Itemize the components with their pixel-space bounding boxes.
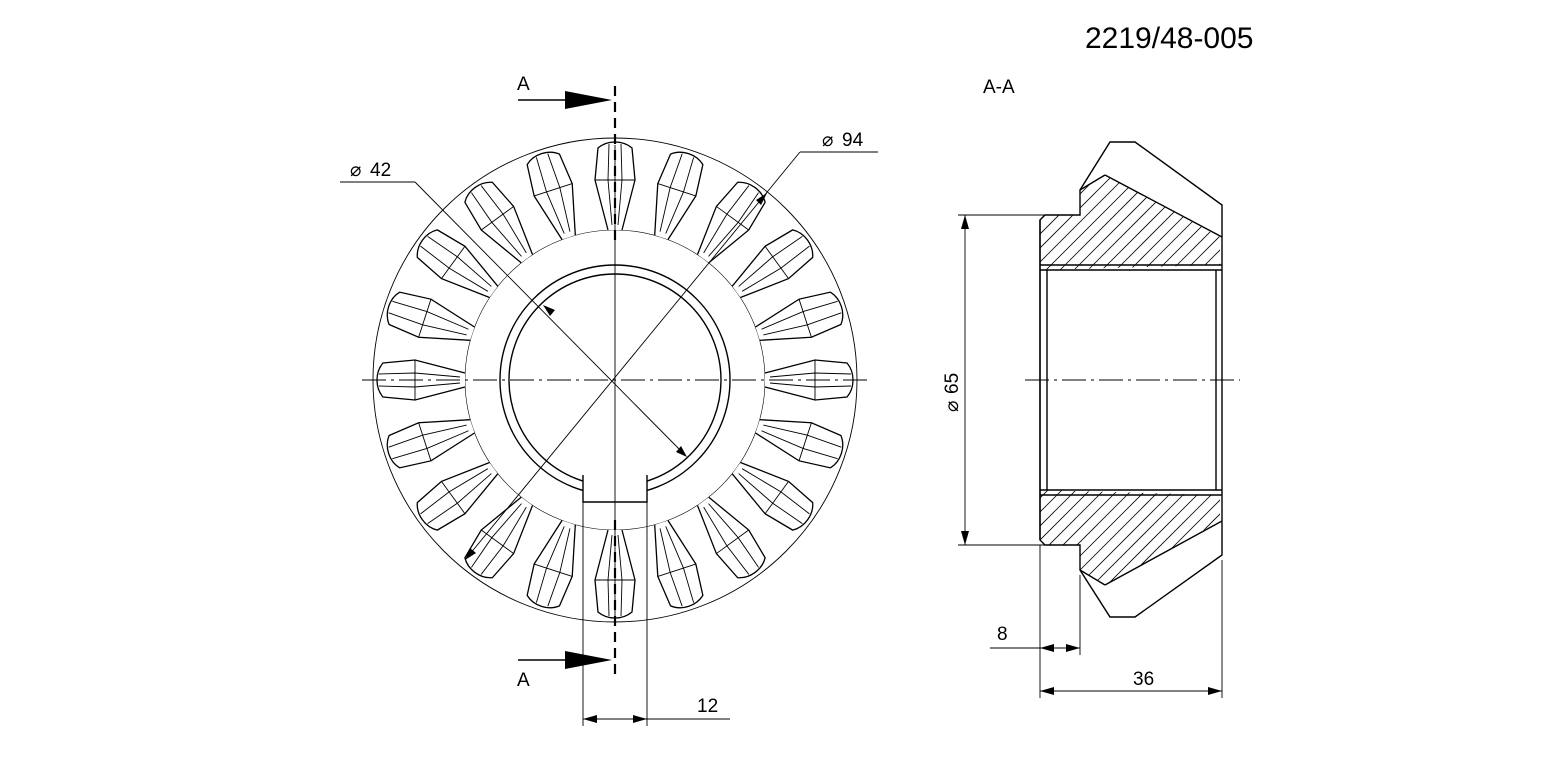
hatch-line bbox=[1040, 490, 1129, 585]
section-outline bbox=[1039, 141, 1223, 618]
hub-diameter-symbol: ⌀ bbox=[942, 401, 963, 412]
hatch-line bbox=[798, 160, 918, 280]
hatch-line bbox=[882, 480, 1002, 600]
gear-tooth bbox=[386, 291, 475, 341]
bore-diameter-symbol: ⌀ bbox=[350, 160, 361, 181]
hatch-line bbox=[812, 480, 932, 600]
hatch-line bbox=[1040, 490, 1045, 585]
hub-step-value: 8 bbox=[997, 624, 1008, 645]
hatch-line bbox=[1246, 160, 1366, 280]
gear-tooth bbox=[755, 291, 844, 341]
hatch-line bbox=[910, 480, 1030, 600]
hub-diameter-dimension: ⌀ 65 bbox=[942, 214, 1045, 546]
hatch-line bbox=[1040, 175, 1129, 270]
hatch-line bbox=[854, 480, 974, 600]
hatch-line bbox=[1040, 175, 1045, 270]
hatch-line bbox=[798, 480, 918, 600]
hatch-line bbox=[1040, 490, 1073, 585]
overall-length-dimension: 36 bbox=[1040, 560, 1223, 698]
gear-tooth bbox=[731, 461, 814, 531]
gear-tooth bbox=[526, 151, 576, 240]
hatch-line bbox=[1119, 175, 1220, 270]
keyway-width-value: 12 bbox=[697, 696, 718, 717]
hatch-line bbox=[854, 160, 974, 280]
gear-tooth bbox=[654, 151, 704, 240]
gear-tooth bbox=[731, 229, 814, 299]
hatch-line bbox=[1232, 480, 1352, 600]
hatch-line bbox=[1040, 490, 1101, 585]
hatch-line bbox=[826, 480, 946, 600]
section-view: A-A ⌀ 65 bbox=[798, 77, 1394, 698]
hatch-line bbox=[826, 160, 946, 280]
overall-length-value: 36 bbox=[1133, 669, 1154, 690]
gear-tooth bbox=[416, 461, 499, 531]
front-view: A A ⌀ 94 ⌀ 42 12 bbox=[340, 74, 878, 726]
hatch-line bbox=[1040, 490, 1087, 585]
hatch-line bbox=[868, 160, 988, 280]
gear-tooth bbox=[696, 496, 766, 579]
gear-teeth bbox=[376, 141, 854, 619]
section-label-bottom: A bbox=[517, 670, 530, 691]
gear-tooth bbox=[755, 419, 844, 469]
keyway-width-dimension: 12 bbox=[582, 502, 730, 726]
hatch-line bbox=[1274, 160, 1394, 280]
section-arrow-top bbox=[518, 91, 612, 109]
outer-diameter-value: 94 bbox=[842, 130, 864, 151]
hatch-line bbox=[1274, 480, 1394, 600]
hatch-line bbox=[1260, 160, 1380, 280]
hatch-line bbox=[896, 160, 1016, 280]
hatch-line bbox=[1217, 490, 1220, 585]
hatch-line bbox=[812, 160, 932, 280]
section-arrow-bottom bbox=[518, 651, 612, 669]
gear-tooth bbox=[386, 419, 475, 469]
hatch-line bbox=[896, 480, 1016, 600]
hatch-line bbox=[1161, 175, 1220, 270]
hatch-line bbox=[910, 160, 1030, 280]
hatch-line bbox=[1246, 480, 1366, 600]
hatch-line bbox=[1189, 175, 1220, 270]
gear-tooth bbox=[526, 520, 576, 609]
hatch-line bbox=[1217, 175, 1220, 270]
gear-tooth bbox=[696, 181, 766, 264]
gear-tooth bbox=[464, 181, 534, 264]
hatch-line bbox=[840, 160, 960, 280]
hub-step-dimension: 8 bbox=[990, 545, 1081, 698]
hatch-line bbox=[1260, 480, 1380, 600]
hatch-line bbox=[868, 480, 988, 600]
hatch-line bbox=[882, 160, 1002, 280]
section-view-label: A-A bbox=[983, 77, 1015, 98]
section-label-top: A bbox=[517, 74, 530, 95]
drawing-number: 2219/48-005 bbox=[1085, 22, 1254, 55]
bore-diameter-dimension: ⌀ 42 bbox=[340, 160, 687, 457]
gear-tooth bbox=[416, 229, 499, 299]
bore-diameter-value: 42 bbox=[370, 160, 391, 181]
hatch-line bbox=[1040, 490, 1115, 585]
hatch-line bbox=[1232, 160, 1352, 280]
hatch-line bbox=[1175, 175, 1220, 270]
hatch-line bbox=[1091, 490, 1213, 585]
hatch-line bbox=[840, 480, 960, 600]
outer-diameter-symbol: ⌀ bbox=[822, 130, 833, 151]
gear-tooth bbox=[654, 520, 704, 609]
hub-diameter-value: 65 bbox=[942, 373, 963, 394]
outer-diameter-dimension: ⌀ 94 bbox=[464, 130, 878, 561]
